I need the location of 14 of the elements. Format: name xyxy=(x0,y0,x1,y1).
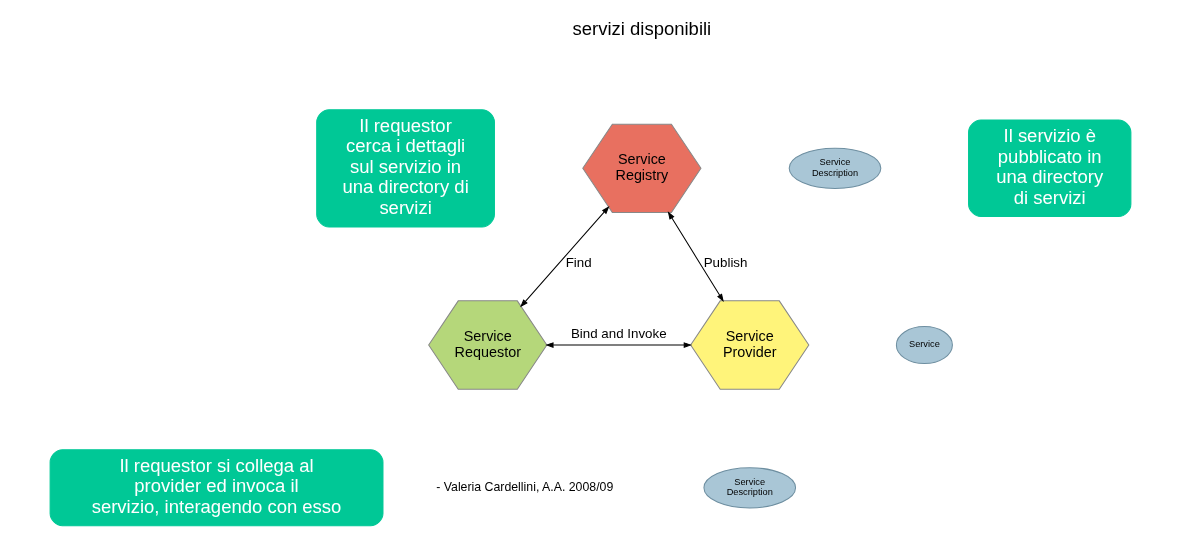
arrow xyxy=(667,211,724,303)
node-ellipse: Service Description xyxy=(702,467,796,509)
node-ellipse: Service Description xyxy=(788,147,881,189)
edge-label: Publish xyxy=(703,255,747,271)
arrow xyxy=(544,342,692,348)
node-box: Il requestor si collega al provider ed invoca il servizio, interagendo con esso xyxy=(49,449,383,527)
node-ellipse: Service xyxy=(895,326,953,365)
node-box: Il servizio è pubblicato in una directory di servizi xyxy=(967,119,1131,218)
label: - Valeria Cardellini, A.A. 2008/09 xyxy=(435,480,613,495)
label: servizi disponibili xyxy=(572,18,711,40)
edge-label: Find xyxy=(565,255,592,271)
edge-label: Bind and Invoke xyxy=(570,326,667,342)
node-box: Il requestor cerca i dettagli sul servizio in una directory di servizi xyxy=(315,109,495,228)
arrow xyxy=(519,206,609,308)
